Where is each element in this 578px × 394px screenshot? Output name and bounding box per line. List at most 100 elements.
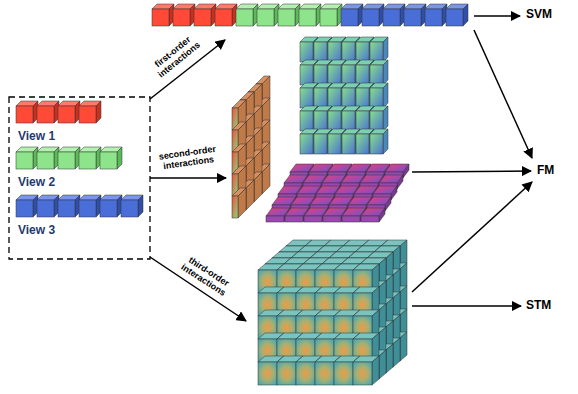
cube-front [323,216,341,222]
cube [215,4,237,26]
cube [79,147,101,169]
cube-side [463,4,468,26]
cube-front [446,9,463,26]
cube-front [37,200,54,217]
cube-side [138,195,143,217]
cube-side [379,208,385,222]
cube-front [425,9,442,26]
cube-side [383,83,388,108]
cube-front [232,196,238,218]
cube [383,4,405,26]
cube-front [236,9,253,26]
cube-front [342,111,355,131]
view-label: View 3 [18,224,55,238]
cube [79,101,101,123]
cube-front [314,42,327,62]
cube-front [304,216,322,222]
cube-front [16,106,33,123]
cube-front [328,134,341,154]
cube-front [58,200,75,217]
cube [173,4,195,26]
cube-front [79,152,96,169]
cube [446,4,468,26]
cube-front [315,362,334,385]
cube-front [257,9,274,26]
cube-front [215,9,232,26]
cube-front [320,9,337,26]
cube-front [37,106,54,123]
cube-front [328,88,341,108]
cube-front [278,9,295,26]
cube [370,37,388,62]
cube [152,4,174,26]
cube [278,4,300,26]
cube-front [100,152,117,169]
cube-front [277,362,296,385]
arrow [412,171,531,172]
cube-front [404,9,421,26]
cube [299,4,321,26]
cube [194,4,216,26]
views-box [9,97,150,259]
arrow [474,15,520,17]
cube-illustrations [16,4,468,385]
cube-front [342,216,360,222]
cube-front [300,111,313,131]
cube-side [96,101,101,123]
cube-front [314,111,327,131]
cube-front [121,200,138,217]
cube-front [314,134,327,154]
cube-side [262,164,270,194]
cube-side [238,188,246,218]
model-label: SVM [526,8,552,22]
arrow-label: second-order interactions [154,143,222,173]
cube-front [328,111,341,131]
cube [320,4,342,26]
cube-front [334,362,353,385]
view-label: View 1 [18,130,55,144]
cube-front [341,9,358,26]
cube [236,4,258,26]
cube-front [314,88,327,108]
cube-side [391,186,397,200]
arrow [412,305,521,307]
cube-front [342,42,355,62]
cube [404,4,426,26]
arrow [474,30,532,158]
cube-front [361,216,379,222]
cube-front [342,88,355,108]
cube [16,101,38,123]
cube [361,208,385,222]
cube-side [393,338,400,367]
cube-front [58,106,75,123]
cube-front [362,9,379,26]
cube [353,356,379,385]
cube-side [383,106,388,131]
cube-front [342,65,355,85]
cube-front [356,88,369,108]
cube-front [79,106,96,123]
arrow [412,182,532,292]
cube [79,195,101,217]
cube [16,147,38,169]
cube-front [299,9,316,26]
arrow-label: first-order interactions [145,28,206,83]
model-label: FM [537,164,554,178]
cube [370,129,388,154]
cube-front [16,152,33,169]
cube-front [356,134,369,154]
cube [370,106,388,131]
cube-side [386,344,393,373]
cube [425,4,447,26]
cube-front [58,152,75,169]
model-label: STM [526,299,551,313]
cube-side [372,356,379,385]
cube-front [370,111,383,131]
cube-side [397,175,403,189]
cube-front [258,362,277,385]
cube [37,101,59,123]
arrow [150,177,226,179]
cube-front [300,134,313,154]
